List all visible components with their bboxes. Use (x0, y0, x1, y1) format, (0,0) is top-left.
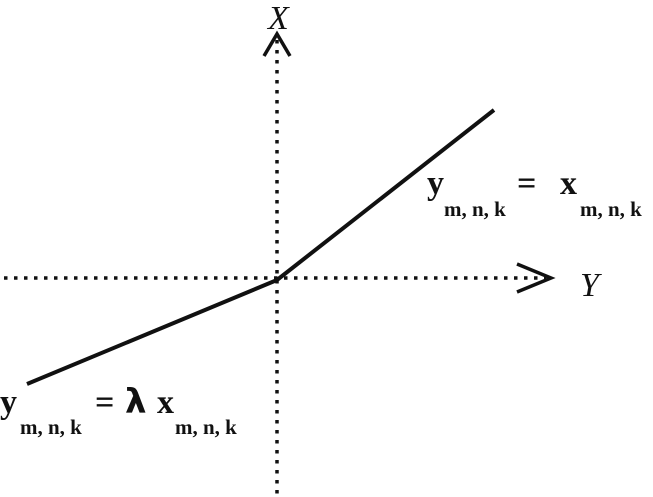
horizontal-axis-label: Y (580, 267, 602, 304)
function-curve (26, 108, 496, 386)
equation-leaky-lhs-subscript: m, n, k (20, 415, 82, 439)
equation-leaky-rhs: x (157, 384, 174, 421)
equation-leaky-rhs-subscript: m, n, k (175, 415, 237, 439)
equation-identity-equals: = (517, 165, 536, 202)
equation-identity-rhs: x (560, 165, 577, 202)
equation-leaky-lambda: λ (125, 382, 147, 422)
equation-identity-lhs: y (427, 165, 444, 202)
equation-leaky-equals: = (95, 384, 114, 421)
equation-leaky-lhs: y (0, 384, 17, 421)
equation-identity: y m, n, k = x m, n, k (427, 165, 642, 221)
horizontal-axis-arrowhead (516, 262, 556, 294)
equation-identity-rhs-subscript: m, n, k (580, 197, 642, 221)
vertical-axis-arrowhead (262, 30, 292, 57)
vertical-axis-label: X (266, 0, 290, 37)
equation-leaky: y m, n, k = λ x m, n, k (0, 382, 237, 439)
equation-identity-lhs-subscript: m, n, k (444, 197, 506, 221)
